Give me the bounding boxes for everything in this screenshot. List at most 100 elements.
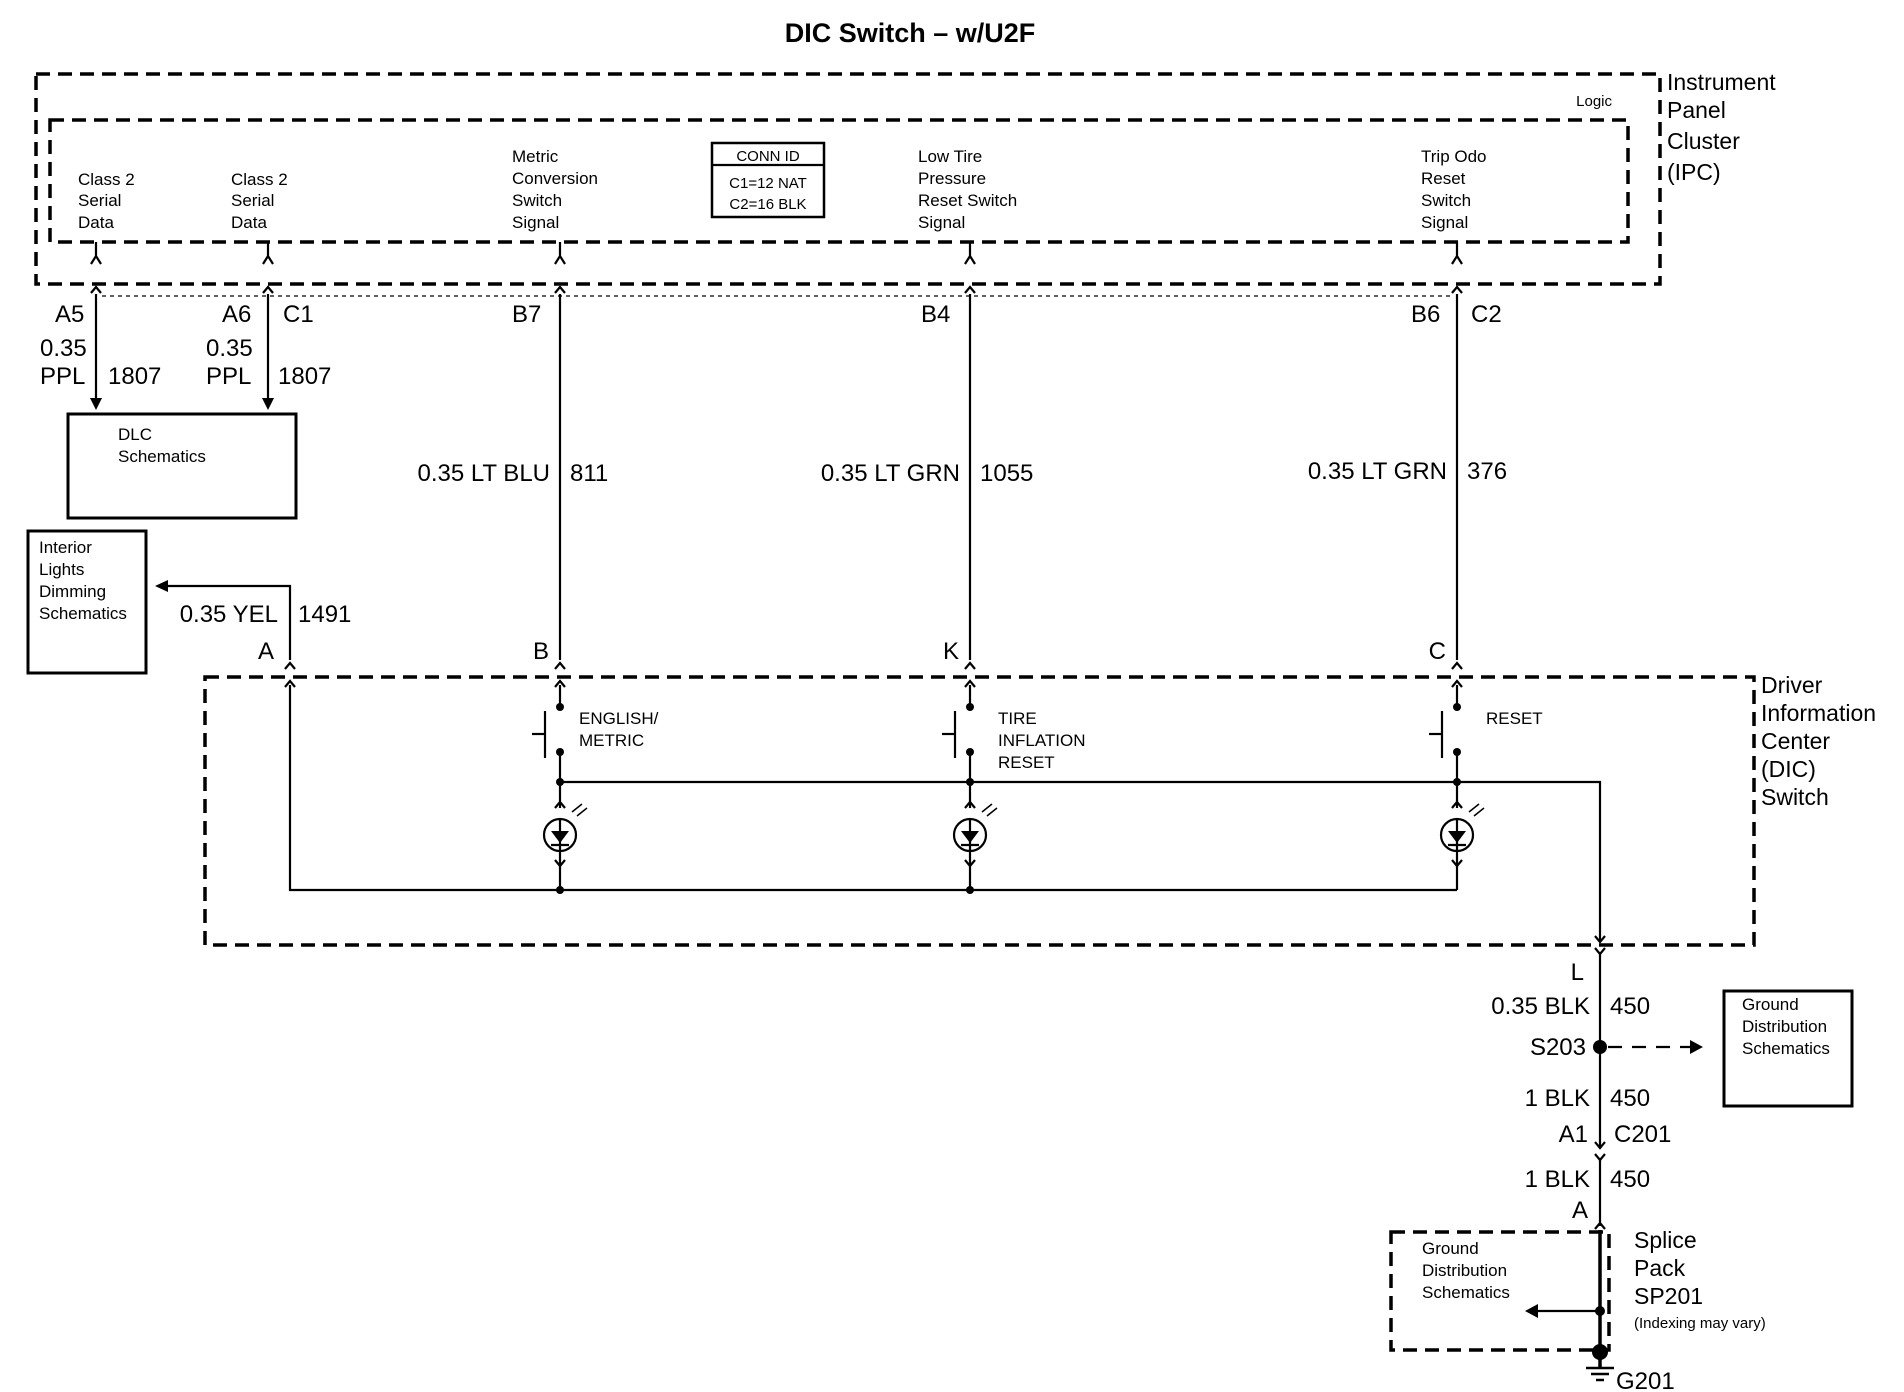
- dic-side-label: Driver Information Center (DIC) Switch: [1761, 672, 1876, 810]
- pin-label: A5: [55, 301, 84, 328]
- box-label: Distribution: [1742, 1017, 1827, 1036]
- pin-label: A6: [222, 301, 251, 328]
- box-label: Ground: [1422, 1239, 1479, 1258]
- conn-id-line: C2=16 BLK: [729, 196, 806, 213]
- switch-label: RESET: [1486, 709, 1543, 728]
- wire-color: 0.35 YEL: [180, 601, 278, 628]
- wire-labels-signals: 0.35 LT BLU 811 0.35 LT GRN 1055 0.35 LT…: [417, 458, 1507, 487]
- dimming-bus-wire: [288, 685, 1457, 892]
- wire-circuit: 1491: [298, 601, 351, 628]
- box-label: Interior: [39, 538, 92, 557]
- wire-circuit: 1807: [278, 363, 331, 390]
- led-indicator-icon: [952, 800, 998, 890]
- ground-bus-wire: [560, 780, 1602, 940]
- pack-connector-mark: [1594, 1221, 1606, 1230]
- dlc-schematics-box[interactable]: DLC Schematics: [66, 412, 298, 520]
- ground-distribution-box[interactable]: Ground Distribution Schematics: [1722, 989, 1854, 1108]
- switch-label: ENGLISH/: [579, 709, 659, 728]
- switch-english-metric: [532, 685, 564, 808]
- wire-color: PPL: [206, 363, 251, 390]
- arrow-icon: [1525, 1304, 1538, 1318]
- wire-color: 0.35 LT BLU: [417, 460, 550, 487]
- box-label: Schematics: [118, 447, 206, 466]
- diagram-title: DIC Switch – w/U2F: [785, 18, 1036, 48]
- splice-s203-dot: [1593, 1040, 1607, 1054]
- pin-label: B7: [512, 301, 541, 328]
- switch-label: TIRE: [998, 709, 1037, 728]
- pin-label: A: [258, 638, 274, 665]
- signal-label: Class 2: [78, 170, 135, 189]
- wire-color: 0.35 BLK: [1491, 993, 1590, 1020]
- wire-circuit: 450: [1610, 1166, 1650, 1193]
- box-label: DLC: [118, 425, 152, 444]
- switch-reset: [1429, 685, 1461, 808]
- wire-size: 0.35: [40, 335, 87, 362]
- wire-size: 0.35: [206, 335, 253, 362]
- wire-labels-450: 0.35 BLK 450: [1491, 993, 1650, 1020]
- pin-label: A1: [1559, 1121, 1588, 1148]
- box-label: Schematics: [39, 604, 127, 623]
- signal-label: Signal: [1421, 213, 1468, 232]
- wire-color: 1 BLK: [1525, 1085, 1590, 1112]
- box-label: Dimming: [39, 582, 106, 601]
- conn-id-box: CONN ID C1=12 NAT C2=16 BLK: [710, 141, 826, 219]
- pin-label: B: [533, 638, 549, 665]
- dic-pin-labels: A B K C L: [258, 638, 1584, 986]
- ipc-side-line: Panel: [1667, 97, 1726, 123]
- ipc-side-line: Cluster: [1667, 128, 1740, 154]
- ground-icon: [1586, 1366, 1614, 1382]
- wire-labels-1blk-2: 1 BLK 450: [1525, 1166, 1650, 1193]
- splice-pack-line: Splice: [1634, 1227, 1697, 1253]
- led-indicator-icon: [542, 800, 588, 890]
- wire-labels-1491: 0.35 YEL 1491: [180, 601, 352, 628]
- wire-labels-1807: 0.35 PPL 1807 0.35 PPL 1807: [40, 335, 331, 390]
- dic-side-line: Switch: [1761, 784, 1829, 810]
- switch-label: RESET: [998, 753, 1055, 772]
- pin-label: A: [1572, 1197, 1588, 1224]
- dic-side-line: Information: [1761, 700, 1876, 726]
- signal-label: Data: [231, 213, 267, 232]
- pin-label: B4: [921, 301, 950, 328]
- dic-connector-marks: [284, 661, 1463, 688]
- junction-dot: [556, 886, 564, 894]
- pin-label: L: [1571, 959, 1584, 986]
- signal-label: Conversion: [512, 169, 598, 188]
- wire-1807-b: [262, 294, 274, 410]
- wire-circuit: 1807: [108, 363, 161, 390]
- switch-tire-inflation-reset: [942, 685, 974, 808]
- signal-label: Switch: [512, 191, 562, 210]
- dic-side-line: Driver: [1761, 672, 1823, 698]
- pin-label: B6: [1411, 301, 1440, 328]
- pin-label: C1: [283, 301, 314, 328]
- signal-label: Reset: [1421, 169, 1466, 188]
- logic-label: Logic: [1576, 93, 1612, 110]
- switch-label: INFLATION: [998, 731, 1086, 750]
- wire-color: 0.35 LT GRN: [1308, 458, 1447, 485]
- ipc-pin-labels: A5 A6 C1 B7 B4 B6 C2: [55, 301, 1502, 328]
- ground-distribution-box-2[interactable]: Ground Distribution Schematics: [1422, 1239, 1510, 1302]
- dic-side-line: Center: [1761, 728, 1830, 754]
- wire-1491: [155, 580, 292, 660]
- ipc-outer-box: [34, 72, 1662, 286]
- interior-lights-dimming-box[interactable]: Interior Lights Dimming Schematics: [26, 529, 148, 675]
- box-label: Schematics: [1742, 1039, 1830, 1058]
- ipc-logic-box: [48, 118, 1630, 244]
- signal-label: Signal: [512, 213, 559, 232]
- ipc-side-line: Instrument: [1667, 69, 1776, 95]
- connector-label: C201: [1614, 1121, 1671, 1148]
- switch-label: METRIC: [579, 731, 644, 750]
- wire-circuit: 811: [570, 460, 608, 487]
- wire-color: PPL: [40, 363, 85, 390]
- signal-label: Trip Odo: [1421, 147, 1487, 166]
- splice-label: S203: [1530, 1034, 1586, 1061]
- wire-circuit: 450: [1610, 1085, 1650, 1112]
- ipc-connector-marks: [90, 242, 1463, 294]
- signal-label: Switch: [1421, 191, 1471, 210]
- junction-dot: [1595, 1306, 1605, 1316]
- wire-color: 1 BLK: [1525, 1166, 1590, 1193]
- signal-label: Reset Switch: [918, 191, 1017, 210]
- ipc-side-line: (IPC): [1667, 159, 1721, 185]
- wire-circuit: 376: [1467, 458, 1507, 485]
- signal-label: Data: [78, 213, 114, 232]
- box-label: Ground: [1742, 995, 1799, 1014]
